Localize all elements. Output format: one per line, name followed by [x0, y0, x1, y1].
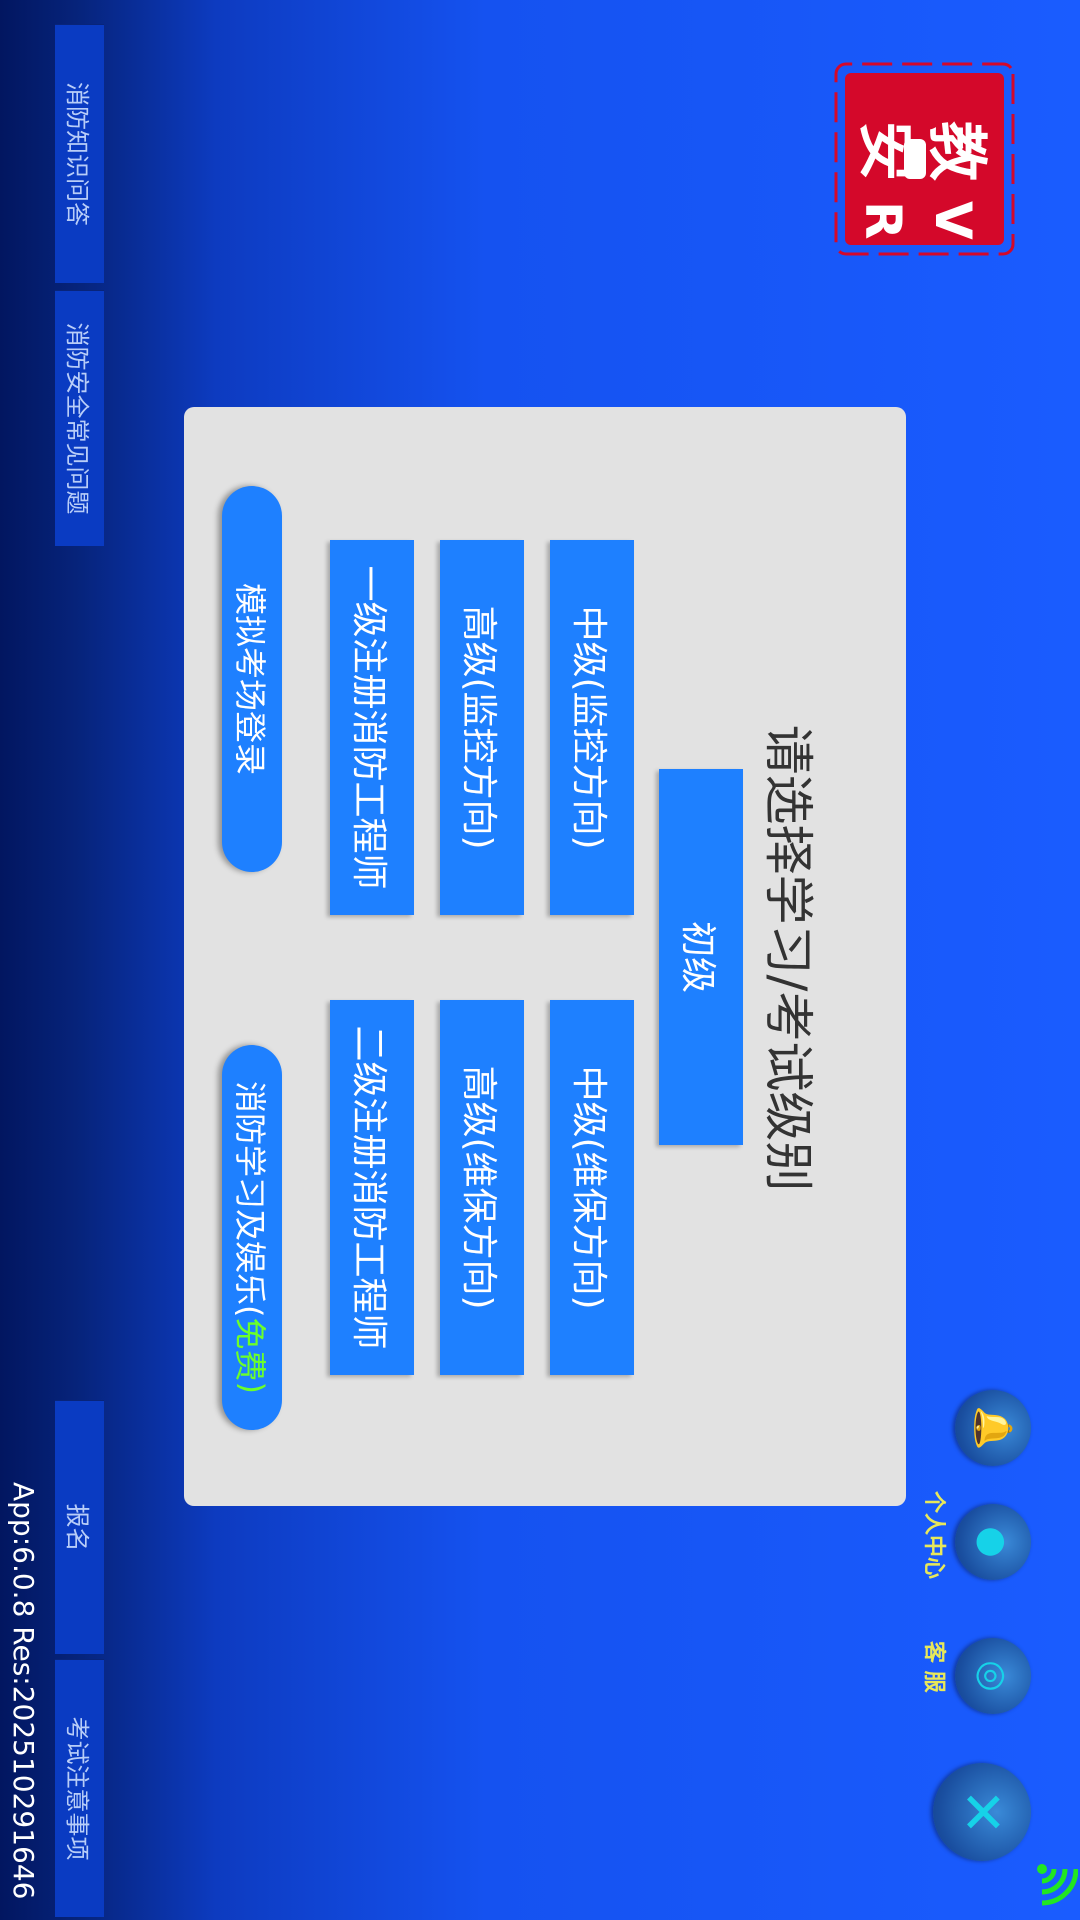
close-button[interactable]: ✕: [933, 1763, 1031, 1861]
level-intermediate-monitoring-button[interactable]: 中级(监控方向): [550, 540, 634, 915]
personal-center-label: 个人中心: [921, 1491, 946, 1580]
close-paren: ): [233, 1381, 271, 1394]
study-and-fun-button[interactable]: 消防学习及娱乐(免费): [222, 1045, 282, 1430]
close-icon: ✕: [949, 1788, 1015, 1836]
study-fun-label: 消防学习及娱乐(: [231, 1081, 269, 1318]
person-icon: ●: [972, 1526, 1014, 1558]
version-text: App:6.0.8 Res:202510291646: [7, 1482, 40, 1900]
free-badge: 免费: [231, 1317, 269, 1382]
svg-text:V: V: [924, 201, 982, 240]
mock-exam-login-button[interactable]: 模拟考场登录: [222, 486, 282, 872]
tab-fire-knowledge-qa[interactable]: 消防知识问答: [55, 24, 104, 283]
headset-icon: ◎: [972, 1660, 1014, 1692]
page-title: 请选择学习/考试级别: [759, 724, 817, 1192]
logo: 教 安 V R: [834, 62, 1015, 256]
level-intermediate-maintenance-button[interactable]: 中级(维保方向): [550, 1000, 634, 1375]
customer-service-button[interactable]: ◎: [955, 1638, 1031, 1714]
svg-text:R: R: [854, 201, 912, 240]
level-advanced-monitoring-button[interactable]: 高级(监控方向): [440, 540, 524, 915]
bell-icon: 🔔: [972, 1405, 1013, 1451]
level-second-class-engineer-button[interactable]: 二级注册消防工程师: [330, 1000, 414, 1375]
tab-fire-safety-faq[interactable]: 消防安全常见问题: [55, 290, 104, 546]
personal-center-button[interactable]: ●: [955, 1504, 1031, 1580]
tab-register[interactable]: 报名: [55, 1400, 104, 1654]
level-first-class-engineer-button[interactable]: 一级注册消防工程师: [330, 540, 414, 915]
level-advanced-maintenance-button[interactable]: 高级(维保方向): [440, 1000, 524, 1375]
bell-button[interactable]: 🔔: [955, 1390, 1031, 1466]
tab-exam-notes[interactable]: 考试注意事项: [55, 1659, 104, 1917]
customer-service-label: 客 服: [921, 1641, 946, 1693]
signal-icon: [1037, 1864, 1078, 1906]
level-beginner-button[interactable]: 初级: [659, 769, 743, 1145]
svg-text:教: 教: [921, 121, 991, 181]
